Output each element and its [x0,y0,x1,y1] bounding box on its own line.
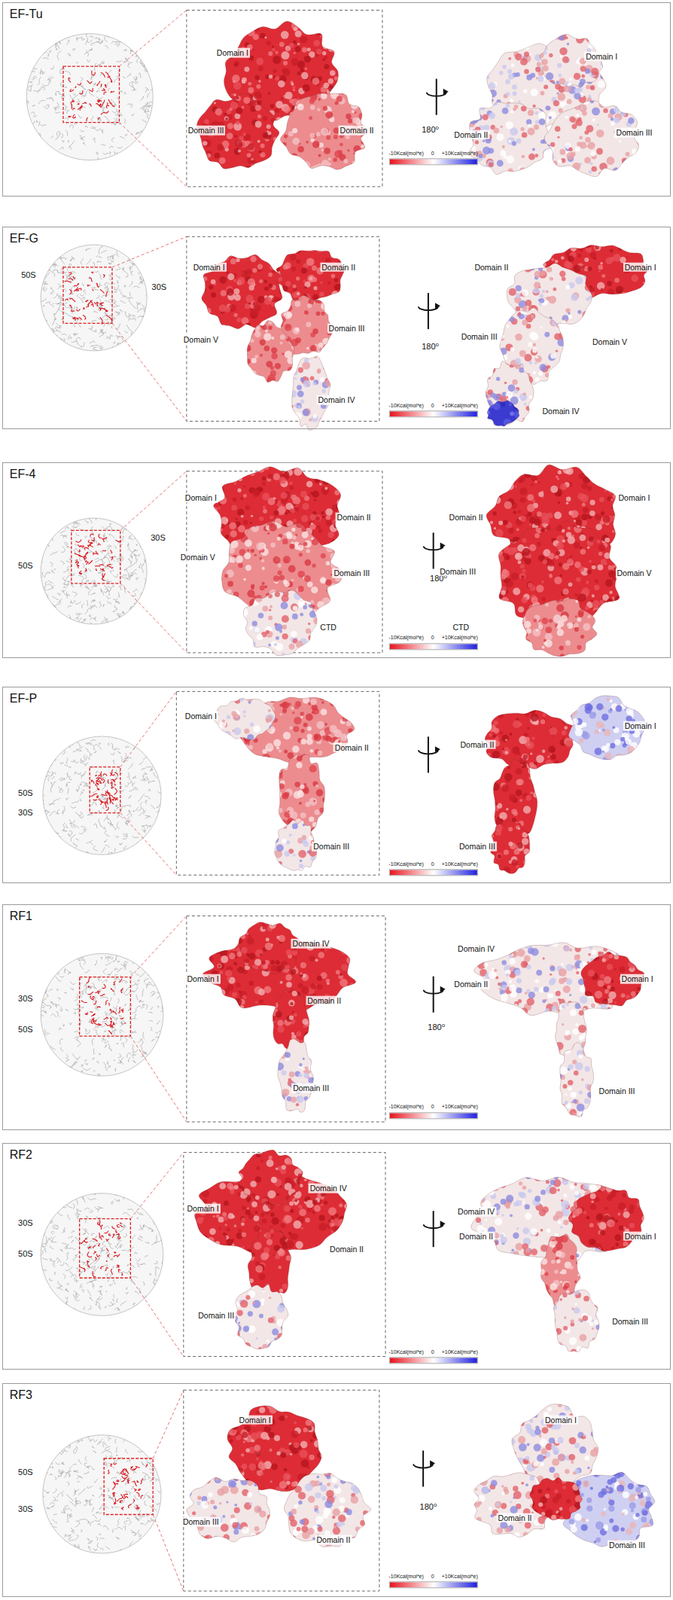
surface-patch [289,429,296,435]
